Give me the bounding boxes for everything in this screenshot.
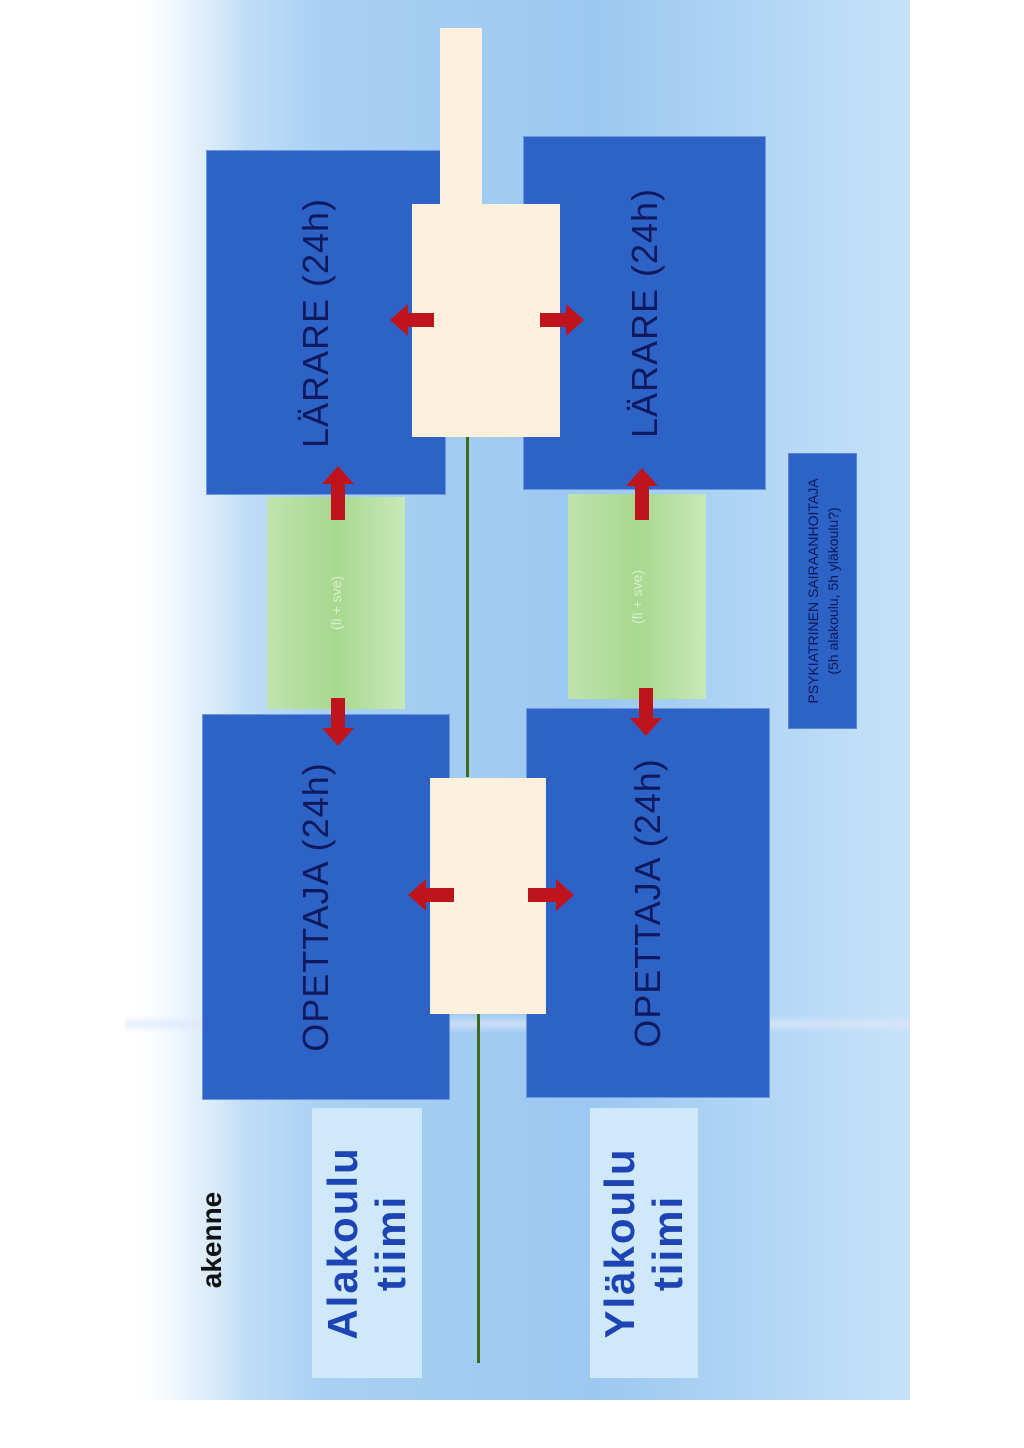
psychiatric-nurse-box: PSYKIATRINEN SAIRAANHOITAJA (5h alakoulu… <box>788 453 857 729</box>
arrow-right-icon <box>540 304 584 336</box>
alakoulu-line2: tiimi <box>367 1194 414 1292</box>
psychiatric-nurse-text: PSYKIATRINEN SAIRAANHOITAJA (5h alakoulu… <box>803 478 843 703</box>
arrow-up-icon <box>322 466 354 520</box>
ylakoulu-line1: Yläkoulu <box>596 1147 643 1339</box>
psychiatric-nurse-line2: (5h alakoulu, 5h yläkoulu?) <box>824 507 841 675</box>
alakoulu-line1: Alakoulu <box>319 1146 366 1340</box>
arrow-left-icon <box>408 879 454 911</box>
arrow-down-icon <box>630 688 662 736</box>
green-box-right-text: (fi + sve) <box>629 569 645 624</box>
larare-bottom-label: LÄRARE (24h) <box>623 187 665 439</box>
opettaja-bottom-label: OPETTAJA (24h) <box>627 758 668 1048</box>
arrow-up-icon <box>626 468 658 520</box>
green-box-right: (fi + sve) <box>568 494 706 699</box>
connector-line <box>477 1013 480 1363</box>
connector-line <box>466 437 469 777</box>
ylakoulu-team-box: Yläkoulu tiimi <box>590 1108 698 1378</box>
arrow-down-icon <box>322 698 354 746</box>
opettaja-box-bottom: OPETTAJA (24h) <box>526 708 770 1098</box>
opettaja-top-label: OPETTAJA (24h) <box>295 762 336 1052</box>
page-title-text: akenne <box>196 1191 227 1289</box>
psychiatric-nurse-line1: PSYKIATRINEN SAIRAANHOITAJA <box>804 478 821 704</box>
cream-stem <box>440 28 482 208</box>
ylakoulu-line2: tiimi <box>644 1194 691 1292</box>
ylakoulu-team-label: Yläkoulu tiimi <box>596 1147 692 1338</box>
green-box-left: (fi + sve) <box>267 497 405 709</box>
cream-block-top <box>412 204 560 437</box>
arrow-right-icon <box>528 879 574 911</box>
arrow-left-icon <box>390 304 434 336</box>
opettaja-box-top: OPETTAJA (24h) <box>202 714 450 1100</box>
alakoulu-team-label: Alakoulu tiimi <box>319 1146 415 1339</box>
green-box-left-text: (fi + sve) <box>328 575 344 631</box>
alakoulu-team-box: Alakoulu tiimi <box>312 1108 422 1378</box>
larare-top-label: LÄRARE (24h) <box>295 197 336 448</box>
